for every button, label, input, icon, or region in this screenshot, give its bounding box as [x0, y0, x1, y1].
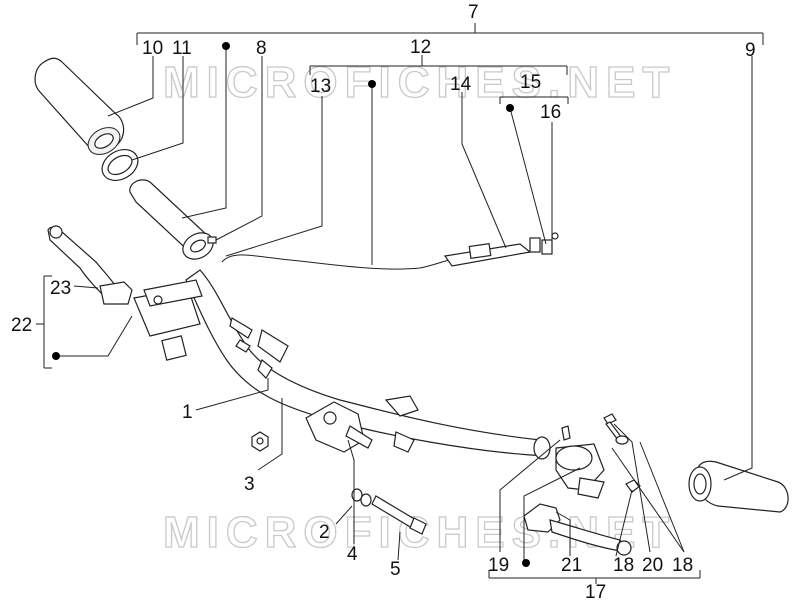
callout-23: 23	[50, 278, 71, 299]
callout-7: 7	[468, 2, 479, 23]
callout-12: 12	[410, 37, 431, 58]
callout-19: 19	[488, 555, 509, 576]
cable-adjuster	[443, 232, 559, 267]
callout-17: 17	[585, 582, 606, 600]
right-brake-lever	[523, 503, 632, 556]
callout-21: 21	[561, 555, 582, 576]
callout-8: 8	[256, 38, 267, 59]
handlebar-tube	[185, 269, 551, 460]
long-bolt	[371, 495, 427, 535]
callout-14: 14	[450, 74, 472, 95]
left-brake-lever	[47, 225, 119, 299]
callout-5: 5	[390, 559, 401, 580]
callout-18-first: 18	[613, 555, 634, 576]
bar-clamp	[305, 401, 373, 453]
watermark-top: MICROFICHES.NET	[163, 58, 676, 107]
left-grip	[34, 57, 125, 155]
throttle-cable	[221, 254, 459, 270]
callout-9: 9	[745, 40, 756, 61]
callout-16: 16	[540, 102, 561, 123]
callout-18-second: 18	[672, 555, 693, 576]
bracket-12	[309, 55, 568, 75]
callout-1: 1	[182, 402, 193, 423]
callout-22: 22	[11, 315, 32, 336]
callout-2: 2	[319, 522, 330, 543]
nut	[251, 431, 269, 452]
throttle-sleeve	[129, 179, 217, 260]
bracket-15	[499, 96, 569, 104]
switch-body	[555, 443, 605, 499]
bracket-17	[488, 570, 701, 584]
master-cylinder	[99, 279, 203, 361]
washer-2	[360, 493, 372, 507]
small-screw	[561, 425, 571, 441]
bullet-dot-22	[52, 352, 60, 360]
callout-15: 15	[520, 72, 541, 93]
adjust-screw	[603, 413, 629, 445]
spacer-ring	[101, 148, 139, 182]
callout-13: 13	[310, 76, 331, 97]
callout-11: 11	[172, 38, 192, 59]
callout-20: 20	[642, 555, 663, 576]
right-grip	[688, 460, 789, 513]
bullet-dot-top	[222, 42, 230, 50]
bullet-dot-cable	[368, 80, 376, 88]
bracket-7	[136, 23, 764, 45]
bullet-dot-17	[522, 559, 530, 567]
callout-10: 10	[142, 38, 163, 59]
bullet-dot-16	[506, 104, 514, 112]
callout-4: 4	[347, 544, 358, 565]
leader-lines	[56, 46, 753, 562]
callout-3: 3	[244, 474, 255, 495]
bracket-22	[36, 275, 52, 369]
